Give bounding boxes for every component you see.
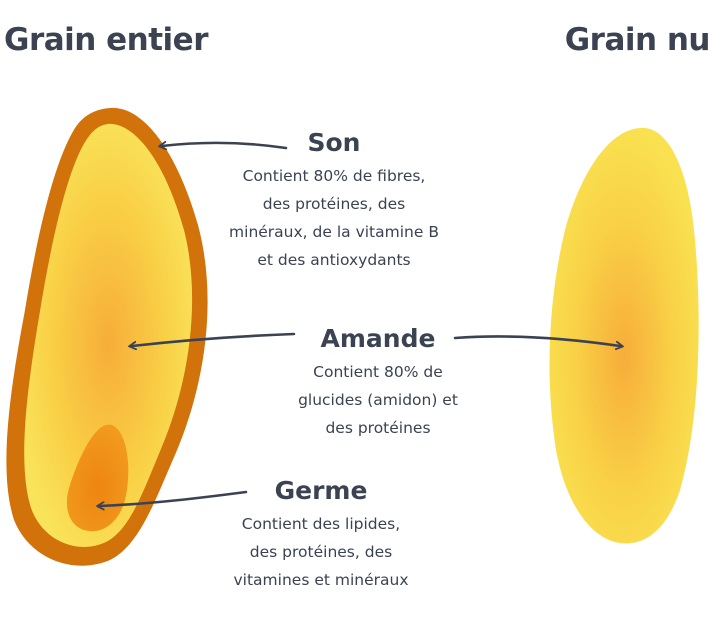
son-desc-line: des protéines, des [262,195,406,213]
title-bare-grain: Grain nu [564,22,711,58]
germe-desc-line: Contient des lipides, [241,515,401,533]
son-name: Son [307,128,361,157]
endosperm-bare [549,127,699,544]
title-whole-grain: Grain entier [4,22,209,58]
arrow-amande-left [132,332,296,346]
germe-name: Germe [274,476,368,505]
arrow-son [162,143,288,148]
amande-description: Contient 80% de glucides (amidon) et des… [278,358,478,442]
bare-grain-illustration [549,127,699,544]
germe-description: Contient des lipides, des protéines, des… [206,510,436,594]
amande-desc-line: des protéines [325,419,431,437]
label-son: Son Contient 80% de fibres, des protéine… [214,128,454,274]
germe-desc-line: des protéines, des [249,543,393,561]
arrow-amande-right [453,335,620,346]
son-desc-line: minéraux, de la vitamine B [229,223,439,241]
amande-desc-line: glucides (amidon) et [298,391,458,409]
germe-desc-line: vitamines et minéraux [233,571,409,589]
label-germe: Germe Contient des lipides, des protéine… [206,476,436,594]
whole-grain-illustration [6,107,208,566]
son-desc-line: Contient 80% de fibres, [242,167,426,185]
arrow-germe [100,490,248,506]
amande-desc-line: Contient 80% de [313,363,443,381]
son-desc-line: et des antioxydants [257,251,411,269]
son-description: Contient 80% de fibres, des protéines, d… [214,162,454,274]
endosperm-whole [24,123,193,547]
amande-name: Amande [320,324,436,353]
label-amande: Amande Contient 80% de glucides (amidon)… [278,324,478,442]
